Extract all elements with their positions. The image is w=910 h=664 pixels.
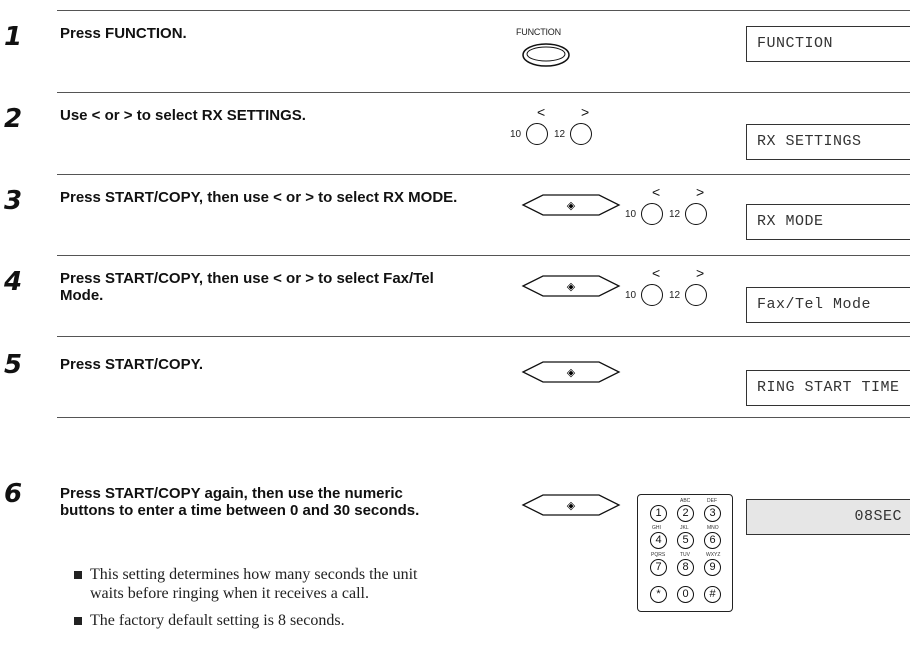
step-number: 4 [4, 267, 23, 297]
key-6[interactable]: 6 [704, 532, 721, 549]
left-arrow-button[interactable] [641, 203, 663, 225]
right-arrow-button[interactable] [570, 123, 592, 145]
key-5[interactable]: 5 [677, 532, 694, 549]
start-copy-button[interactable]: ◈ [521, 359, 621, 385]
svg-text:◈: ◈ [567, 199, 576, 212]
divider [57, 174, 910, 175]
step-instruction: Use < or > to select RX SETTINGS. [60, 107, 306, 124]
right-arrow-button[interactable] [685, 284, 707, 306]
lcd-display: Fax/Tel Mode [746, 287, 910, 323]
lcd-display: RX MODE [746, 204, 910, 240]
note-item: This setting determines how many seconds… [74, 565, 424, 603]
key-tag: DEF [707, 498, 717, 504]
key-4[interactable]: 4 [650, 532, 667, 549]
right-arrow-label: > [581, 104, 590, 120]
arrow-buttons: 10 < 12 > [625, 263, 745, 323]
svg-text:◈: ◈ [567, 499, 576, 512]
start-copy-button[interactable]: ◈ [521, 192, 621, 218]
step-number: 6 [4, 479, 23, 509]
lcd-display: FUNCTION [746, 26, 910, 62]
divider [57, 336, 910, 337]
step-instruction: Press START/COPY, then use < or > to sel… [60, 189, 458, 206]
right-arrow-label: > [696, 184, 705, 200]
key-tag: TUV [680, 552, 690, 558]
key-0[interactable]: 0 [677, 586, 694, 603]
start-copy-button[interactable]: ◈ [521, 273, 621, 299]
note-item: The factory default setting is 8 seconds… [74, 611, 424, 630]
divider [57, 92, 910, 93]
function-button[interactable] [521, 42, 571, 68]
lcd-display: RING START TIME [746, 370, 910, 406]
key-star[interactable]: * [650, 586, 667, 603]
notes-list: This setting determines how many seconds… [74, 565, 424, 638]
divider [57, 417, 910, 418]
numeric-keypad: 1 2 3 4 5 6 7 8 9 * 0 # ABC DEF GHI JKL … [637, 494, 733, 612]
step-number: 2 [4, 104, 23, 134]
step-instruction: Press START/COPY, then use < or > to sel… [60, 270, 434, 304]
left-arrow-label: < [652, 265, 661, 281]
left-arrow-button[interactable] [526, 123, 548, 145]
key-7[interactable]: 7 [650, 559, 667, 576]
step-number: 5 [4, 350, 23, 380]
key-tag: MNO [707, 525, 719, 531]
arrow-buttons: 10 < 12 > [510, 102, 630, 162]
svg-text:◈: ◈ [567, 280, 576, 293]
function-button-label: FUNCTION [516, 27, 561, 37]
left-arrow-label: < [537, 104, 546, 120]
key-tag: JKL [680, 525, 689, 531]
key-tag: PQRS [651, 552, 666, 558]
key-2[interactable]: 2 [677, 505, 694, 522]
step-instruction: Press START/COPY again, then use the num… [60, 485, 420, 519]
svg-text:◈: ◈ [567, 366, 576, 379]
left-arrow-button[interactable] [641, 284, 663, 306]
key-tag: WXYZ [706, 552, 721, 558]
right-arrow-label: > [696, 265, 705, 281]
key-1[interactable]: 1 [650, 505, 667, 522]
key-hash[interactable]: # [704, 586, 721, 603]
step-instruction: Press START/COPY. [60, 356, 204, 373]
divider [57, 10, 910, 11]
step-number: 1 [4, 22, 23, 52]
step-number: 3 [4, 186, 23, 216]
step-instruction: Press FUNCTION. [60, 25, 187, 42]
arrow-buttons: 10 < 12 > [625, 182, 745, 242]
key-tag: ABC [680, 498, 691, 504]
key-tag: GHI [652, 525, 661, 531]
divider [57, 255, 910, 256]
lcd-display: RX SETTINGS [746, 124, 910, 160]
right-arrow-button[interactable] [685, 203, 707, 225]
lcd-display: 08SEC [746, 499, 910, 535]
start-copy-button[interactable]: ◈ [521, 492, 621, 518]
left-arrow-label: < [652, 184, 661, 200]
key-3[interactable]: 3 [704, 505, 721, 522]
key-8[interactable]: 8 [677, 559, 694, 576]
key-9[interactable]: 9 [704, 559, 721, 576]
